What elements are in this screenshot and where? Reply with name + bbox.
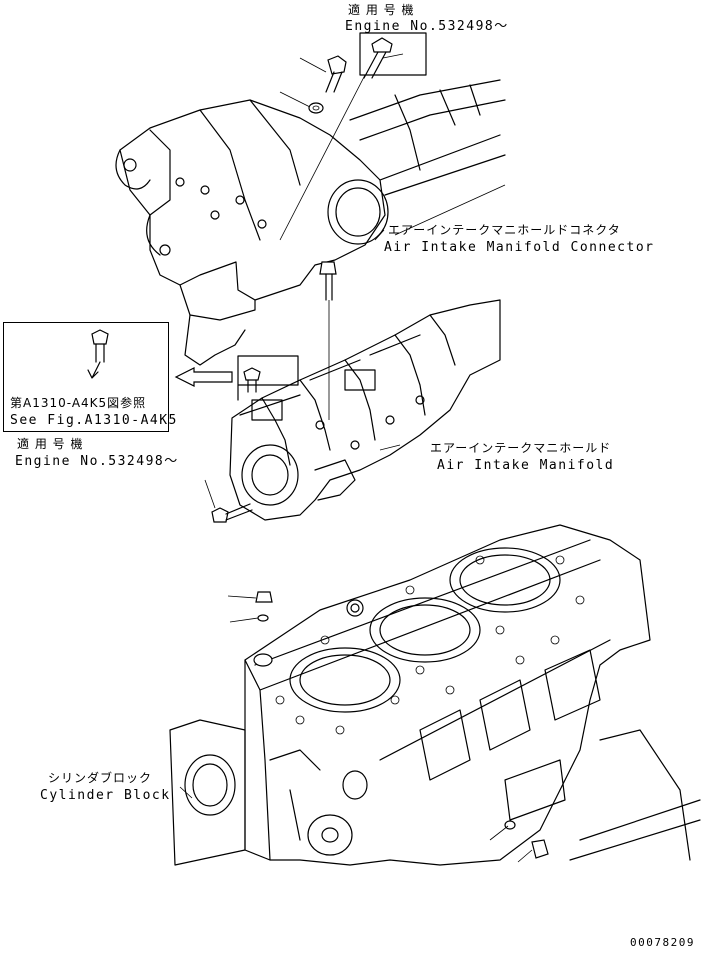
top-serial-bolt-box xyxy=(359,32,427,79)
top-serial-en-label: Engine No.532498～ xyxy=(345,19,509,34)
bracket-bolt-box xyxy=(237,355,299,401)
connector-en-label: Air Intake Manifold Connector xyxy=(384,240,655,255)
top-bolt xyxy=(308,55,347,114)
cylinder-block xyxy=(169,524,701,866)
block-jp-label: シリンダブロック xyxy=(48,771,153,785)
block-plug-right xyxy=(489,820,549,863)
connector-bolt xyxy=(319,261,337,420)
top-serial-jp-label: 適 用 号 機 xyxy=(348,3,415,17)
reference-box xyxy=(3,322,169,432)
air-intake-manifold xyxy=(229,299,501,521)
drawing-number: 00078209 xyxy=(630,936,695,949)
ref-box-bolt xyxy=(87,329,109,379)
left-arrow-icon xyxy=(174,367,233,387)
block-en-label: Cylinder Block xyxy=(40,788,171,803)
manifold-en-label: Air Intake Manifold xyxy=(437,458,615,473)
reference-jp-label: 第A1310-A4K5図参照 xyxy=(10,396,147,410)
air-intake-manifold-connector xyxy=(115,79,506,366)
block-plug-left xyxy=(227,591,273,667)
left-serial-en-label: Engine No.532498～ xyxy=(15,454,179,469)
manifold-jp-label: エアーインテークマニホールド xyxy=(430,441,612,455)
reference-en-label: See Fig.A1310-A4K5 xyxy=(10,413,178,428)
connector-jp-label: エアーインテークマニホールドコネクタ xyxy=(388,223,621,237)
left-serial-jp-label: 適 用 号 機 xyxy=(17,437,84,451)
manifold-bolt xyxy=(204,479,253,523)
